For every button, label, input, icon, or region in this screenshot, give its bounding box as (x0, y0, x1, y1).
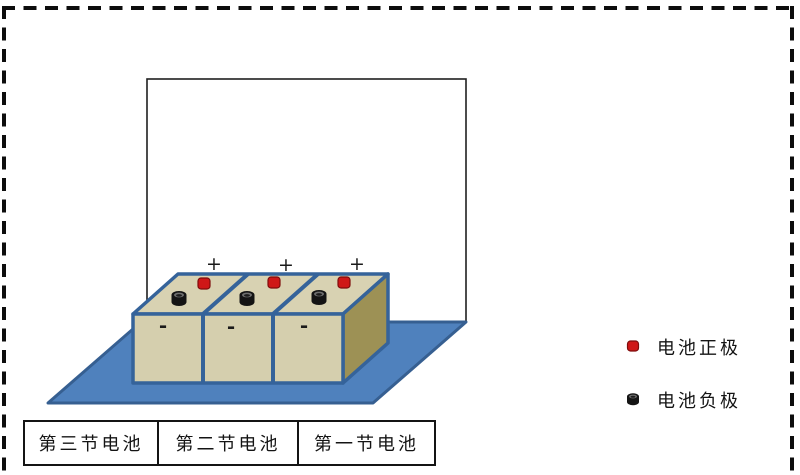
negative-terminal-2 (239, 291, 255, 306)
negative-sign-label-3: - (299, 313, 309, 337)
caption-cell-battery-3: 第三节电池 (25, 422, 159, 464)
negative-sign-label-2: - (226, 314, 236, 338)
dashed-frame (2, 6, 796, 475)
positive-terminal-3 (337, 276, 351, 289)
battery-block (131, 272, 390, 385)
positive-sign-label-2: + (278, 254, 294, 276)
positive-terminal-1 (197, 277, 211, 290)
positive-terminal-2 (267, 276, 281, 289)
battery-front-face (131, 312, 345, 385)
caption-cell-battery-2: 第二节电池 (159, 422, 299, 464)
battery-top-divider-2 (271, 272, 320, 316)
negative-terminal-1 (171, 291, 187, 306)
battery-top-divider-1 (201, 272, 250, 316)
positive-sign-label-1: + (206, 253, 222, 275)
caption-cell-battery-1: 第一节电池 (314, 434, 419, 455)
legend-label-negative: 电池负极 (657, 391, 741, 412)
positive-sign-label-3: + (349, 253, 365, 275)
legend-row-negative: 电池负极 (626, 392, 741, 412)
negative-terminal-3 (311, 290, 327, 305)
negative-terminals (171, 290, 327, 306)
positive-terminals (197, 276, 351, 290)
legend-row-positive: 电池正极 (626, 339, 741, 359)
negative-sign-label-1: - (158, 313, 168, 337)
legend-label-positive: 电池正极 (657, 338, 741, 359)
caption-table: 第三节电池 第二节电池 第一节电池 (23, 420, 436, 466)
